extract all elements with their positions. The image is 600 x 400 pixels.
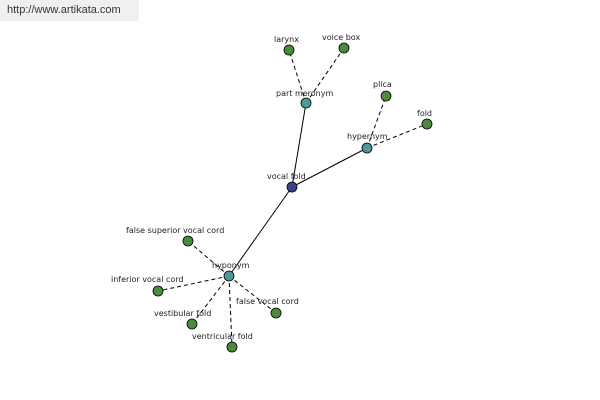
node-part-meronym-label: part meronym	[276, 89, 333, 98]
node-voice-box-label: voice box	[322, 33, 360, 42]
node-false-superior-vocal-cord-label: false superior vocal cord	[126, 226, 224, 235]
nodes-layer: vocal fold part meronym hypernym hyponym…	[111, 33, 433, 353]
node-fold-dot	[421, 118, 433, 130]
node-hyponym[interactable]: hyponym	[212, 261, 250, 282]
node-false-superior-vocal-cord-dot	[182, 235, 194, 247]
node-inferior-vocal-cord[interactable]: inferior vocal cord	[111, 275, 183, 297]
node-larynx[interactable]: larynx	[274, 35, 299, 56]
edge-hyponym-false-vocal-cord	[228, 275, 277, 314]
edge-hyponym-inferior-vocal-cord	[157, 275, 230, 292]
node-ventricular-fold[interactable]: ventricular fold	[192, 332, 253, 353]
node-vestibular-fold[interactable]: vestibular fold	[154, 309, 211, 330]
node-hyponym-dot	[223, 270, 235, 282]
node-vestibular-fold-label: vestibular fold	[154, 309, 211, 318]
edge-hyponym-false-superior-vocal-cord	[187, 240, 230, 277]
node-voice-box-dot	[338, 42, 350, 54]
edges-layer	[157, 47, 428, 348]
node-vocal-fold-label: vocal fold	[267, 172, 306, 181]
node-ventricular-fold-dot	[226, 341, 238, 353]
node-larynx-dot	[283, 44, 295, 56]
node-hypernym-label: hypernym	[347, 132, 388, 141]
edge-root-hypernym	[291, 147, 368, 188]
edge-hypernym-plica	[366, 95, 387, 149]
node-false-vocal-cord[interactable]: false vocal cord	[236, 297, 299, 319]
edge-part-meronym-larynx	[288, 49, 307, 104]
node-fold[interactable]: fold	[417, 109, 433, 130]
node-hypernym-dot	[361, 142, 373, 154]
edge-root-hyponym	[228, 186, 293, 277]
edge-hyponym-ventricular-fold	[228, 275, 233, 348]
node-fold-label: fold	[417, 109, 432, 118]
node-part-meronym-dot	[300, 97, 312, 109]
node-hyponym-label: hyponym	[212, 261, 250, 270]
node-part-meronym[interactable]: part meronym	[276, 89, 333, 109]
node-inferior-vocal-cord-label: inferior vocal cord	[111, 275, 183, 284]
node-hypernym[interactable]: hypernym	[347, 132, 388, 154]
node-larynx-label: larynx	[274, 35, 299, 44]
edge-hypernym-fold	[366, 123, 428, 149]
node-false-superior-vocal-cord[interactable]: false superior vocal cord	[126, 226, 224, 247]
node-inferior-vocal-cord-dot	[152, 285, 164, 297]
node-plica-dot	[380, 90, 392, 102]
node-vocal-fold-dot	[286, 181, 298, 193]
node-ventricular-fold-label: ventricular fold	[192, 332, 253, 341]
node-plica-label: plica	[373, 80, 392, 89]
edge-root-part-meronym	[291, 102, 307, 188]
node-false-vocal-cord-label: false vocal cord	[236, 297, 299, 306]
site-url-link[interactable]: http://www.artikata.com	[0, 0, 139, 21]
edge-hyponym-vestibular-fold	[191, 275, 230, 325]
node-plica[interactable]: plica	[373, 80, 392, 102]
node-false-vocal-cord-dot	[270, 307, 282, 319]
node-vocal-fold[interactable]: vocal fold	[267, 172, 306, 193]
node-vestibular-fold-dot	[186, 318, 198, 330]
node-voice-box[interactable]: voice box	[322, 33, 360, 54]
